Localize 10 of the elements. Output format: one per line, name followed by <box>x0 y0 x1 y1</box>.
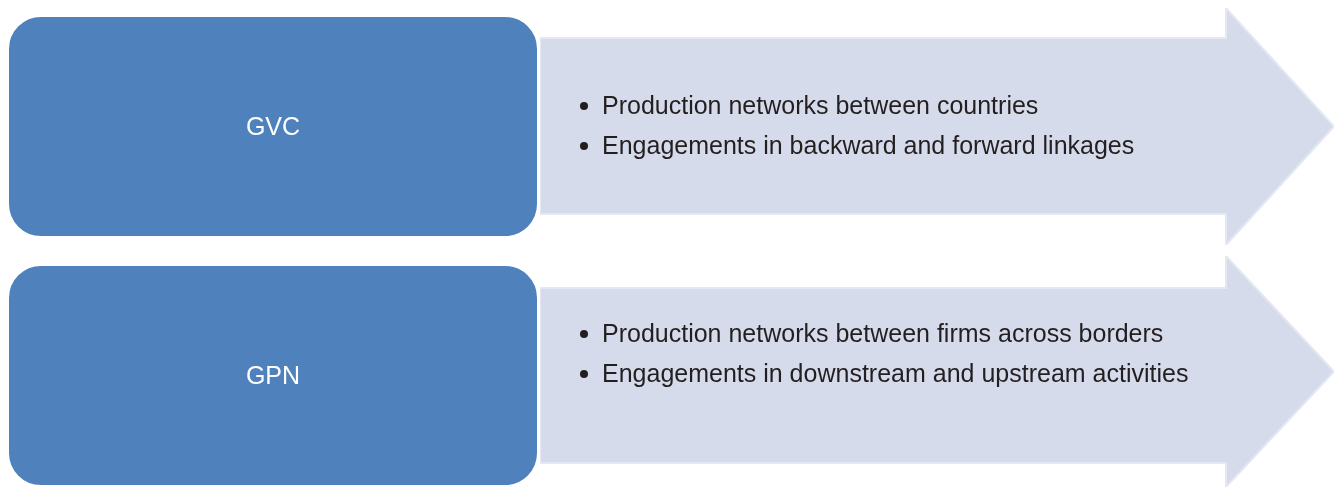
box-label: GPN <box>245 361 301 390</box>
box-label: GVC <box>245 112 301 141</box>
bullet-item: Engagements in backward and forward linkages <box>580 130 1190 160</box>
pointed-banner <box>540 8 1334 245</box>
bullet-item: Production networks between firms across borders <box>580 318 1190 348</box>
bullet-item: Engagements in downstream and upstream activities <box>580 358 1190 388</box>
pointed-banner <box>540 256 1334 487</box>
bullet-item: Production networks between countries <box>580 90 1190 120</box>
rounded-box <box>7 15 539 238</box>
rounded-box <box>7 264 539 487</box>
